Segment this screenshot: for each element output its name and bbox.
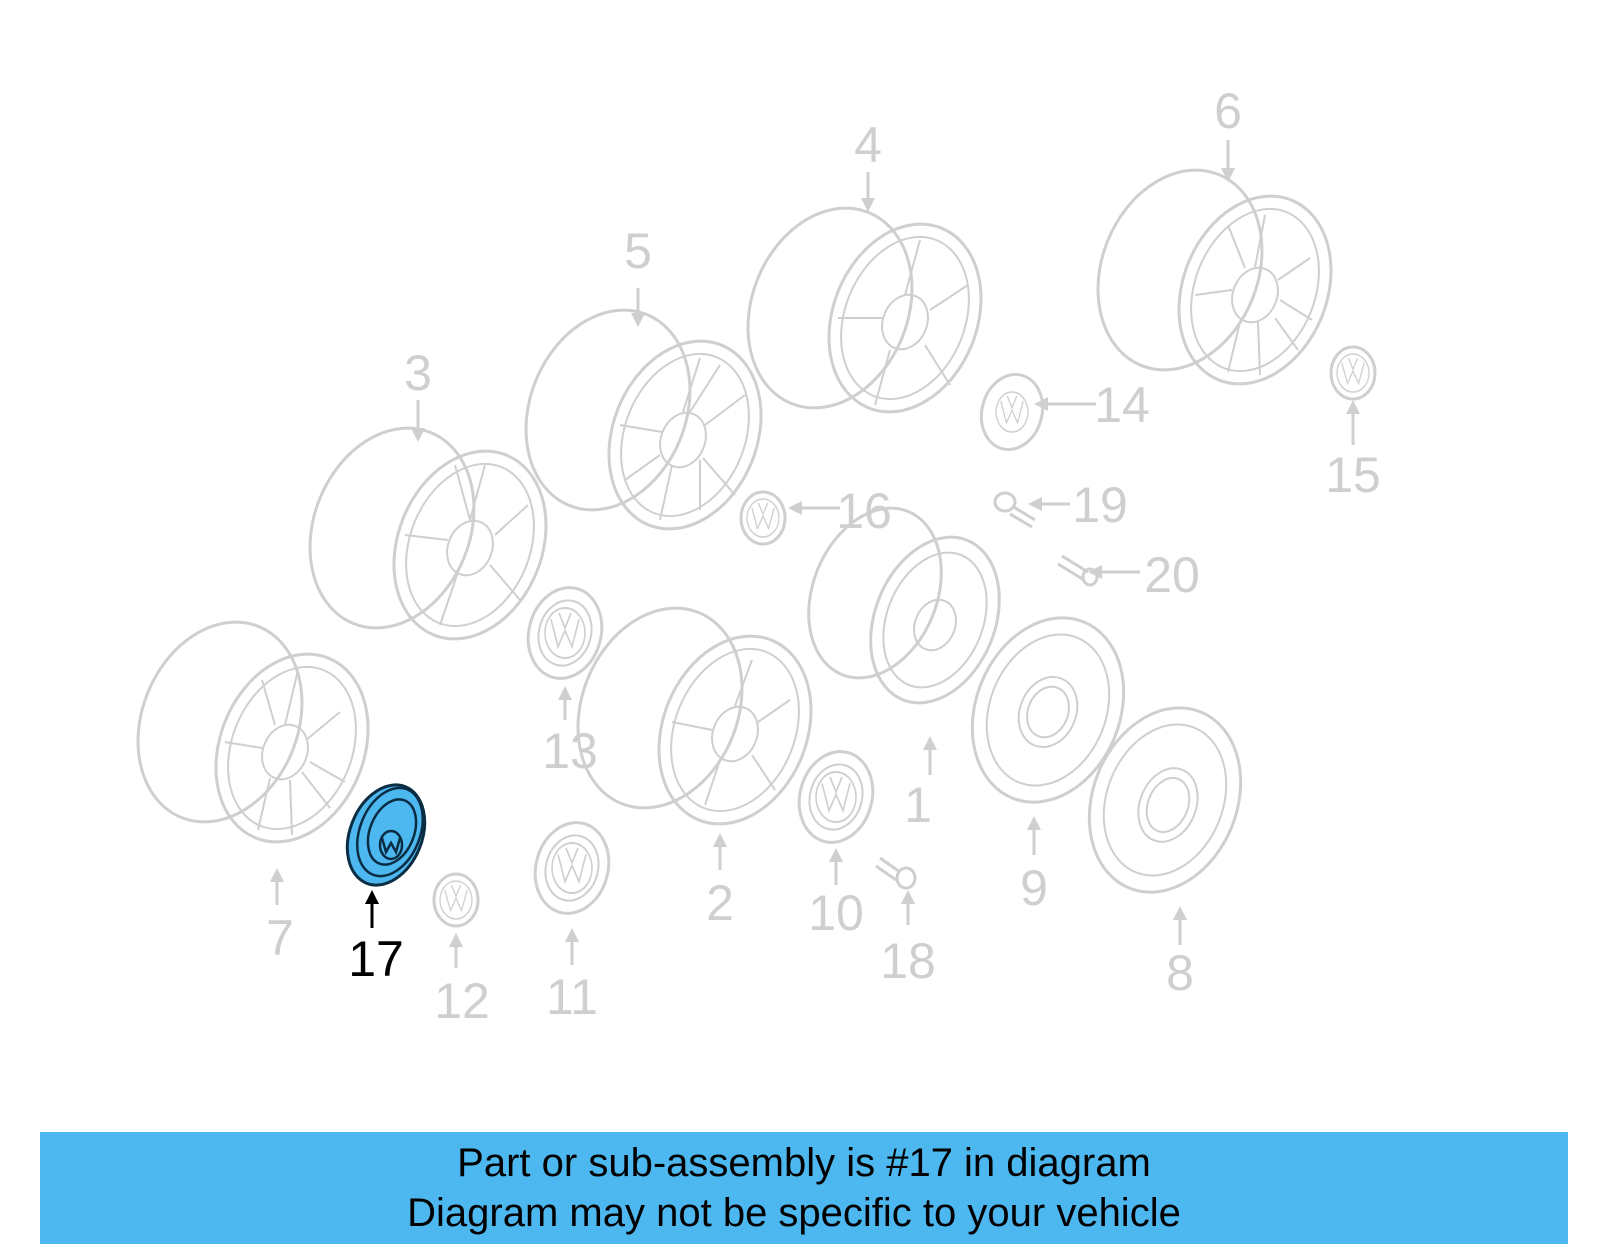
valve-20 <box>1057 554 1099 587</box>
callout-14[interactable]: 14 <box>1094 377 1150 433</box>
highlighted-part-17[interactable] <box>333 773 439 896</box>
wheel-4 <box>746 206 983 414</box>
callout-13[interactable]: 13 <box>542 723 598 779</box>
bolt-19 <box>993 491 1036 529</box>
wheel-5 <box>524 308 763 531</box>
callout-2[interactable]: 2 <box>706 875 734 931</box>
callout-8[interactable]: 8 <box>1166 945 1194 1001</box>
callout-3[interactable]: 3 <box>404 345 432 401</box>
callout-11[interactable]: 11 <box>546 969 598 1025</box>
callout-19[interactable]: 19 <box>1072 477 1128 533</box>
callout-6[interactable]: 6 <box>1214 83 1242 139</box>
callout-1[interactable]: 1 <box>904 777 932 833</box>
callout-15[interactable]: 15 <box>1325 447 1381 503</box>
callout-labels: 1 2 3 4 5 6 7 8 9 10 11 12 13 14 15 16 1… <box>266 83 1381 1029</box>
center-cap-13 <box>526 586 604 680</box>
bolt-18 <box>875 856 917 890</box>
wheel-1 <box>807 506 1001 705</box>
callout-18[interactable]: 18 <box>880 933 936 989</box>
banner-disclaimer: Diagram may not be specific to your vehi… <box>407 1191 1181 1235</box>
callout-9[interactable]: 9 <box>1020 860 1048 916</box>
center-cap-11 <box>533 821 611 915</box>
callout-12[interactable]: 12 <box>434 973 490 1029</box>
wheel-3 <box>308 426 548 641</box>
callout-17[interactable]: 17 <box>348 931 404 987</box>
center-cap-14 <box>979 372 1045 452</box>
wheel-7 <box>136 620 370 844</box>
wheel-6 <box>1096 168 1333 386</box>
banner-part-note: Part or sub-assembly is #17 in diagram <box>457 1141 1151 1185</box>
callout-5[interactable]: 5 <box>624 223 652 279</box>
callout-20[interactable]: 20 <box>1144 547 1200 603</box>
wheel-2 <box>576 606 813 826</box>
callout-10[interactable]: 10 <box>808 885 864 941</box>
leader-arrows <box>270 140 1360 968</box>
wheel-cover-9 <box>970 616 1126 804</box>
callout-4[interactable]: 4 <box>854 117 882 173</box>
info-banner: Part or sub-assembly is #17 in diagram D… <box>40 1132 1568 1244</box>
emblem-12 <box>432 872 480 928</box>
emblem-15 <box>1329 345 1377 401</box>
center-cap-10 <box>797 750 875 844</box>
callout-7[interactable]: 7 <box>266 910 294 966</box>
callout-16[interactable]: 16 <box>836 483 892 539</box>
emblem-16 <box>739 490 787 546</box>
wheel-cover-8 <box>1087 706 1243 894</box>
